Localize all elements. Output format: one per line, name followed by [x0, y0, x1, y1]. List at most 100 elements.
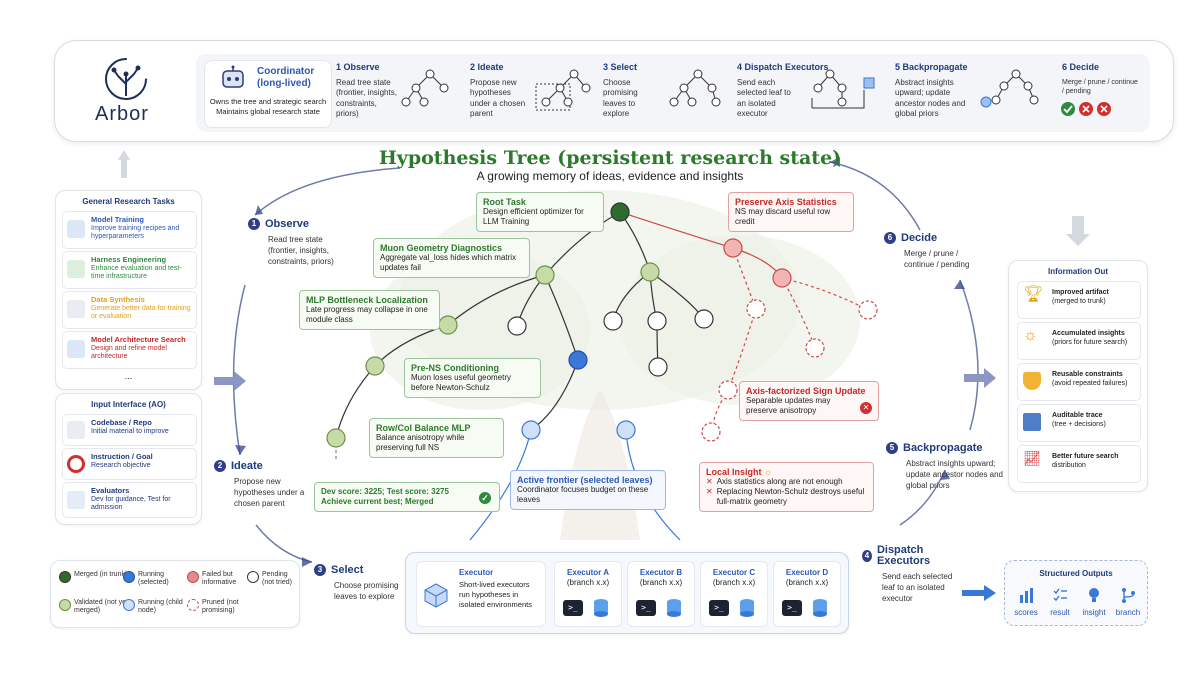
gear-icon	[67, 260, 85, 278]
information-out-panel: Information Out 🏆︎ Improved artifact(mer…	[1008, 260, 1148, 492]
robot-icon	[222, 65, 244, 88]
output-branch: branch	[1111, 587, 1145, 617]
logo-text: Arbor	[95, 103, 149, 125]
general-tasks-title: General Research Tasks	[82, 197, 175, 206]
decide-icons	[1061, 102, 1111, 116]
database-icon	[67, 300, 85, 318]
coordinator-desc: Owns the tree and strategic search Maint…	[209, 97, 327, 116]
executor-c[interactable]: Executor C(branch x.x) >_	[700, 561, 768, 627]
terminal-icon: >_	[636, 600, 656, 616]
executor-panel: Executor Short-lived executors run hypot…	[405, 552, 849, 634]
cube-icon	[424, 583, 448, 608]
database-icon	[740, 599, 754, 617]
shield-icon	[1023, 372, 1041, 390]
lightbulb-icon: ☼	[1023, 327, 1038, 344]
io-improved-artifact: 🏆︎ Improved artifact(merged to trunk)	[1017, 281, 1141, 319]
steps-strip	[196, 54, 1150, 132]
input-interface-title: Input Interface (AO)	[91, 400, 166, 409]
lightbulb-icon	[1089, 588, 1099, 602]
executor-main-card: Executor Short-lived executors run hypot…	[416, 561, 546, 627]
branch-icon	[1122, 588, 1135, 603]
top-step-backprop: 5 Backpropagate Abstract insights upward…	[895, 62, 968, 118]
terminal-icon: >_	[709, 600, 729, 616]
coordinator-card: Coordinator (long-lived) Owns the tree a…	[204, 60, 332, 128]
terminal-icon: >_	[563, 600, 583, 616]
trophy-icon: 🏆︎	[1023, 286, 1044, 303]
tree-robot-icon	[105, 58, 147, 100]
output-insight: insight	[1077, 587, 1111, 617]
node-root	[610, 202, 630, 222]
top-step-select: 3 Select Choose promising leaves to expl…	[603, 62, 638, 118]
info-out-title: Information Out	[1048, 267, 1108, 276]
top-step-ideate: 2 Ideate Propose new hypotheses under a …	[470, 62, 526, 118]
cross-icon: ✕	[860, 402, 872, 414]
architecture-icon	[67, 340, 85, 358]
mini-tree-select-icon	[669, 69, 721, 107]
database-icon	[813, 599, 827, 617]
structured-outputs-title: Structured Outputs	[1039, 569, 1113, 578]
bar-chart-icon	[1020, 588, 1033, 603]
database-icon	[667, 599, 681, 617]
top-step-observe: 1 Observe Read tree state (frontier, ins…	[336, 62, 397, 118]
mini-backprop-icon	[980, 69, 1039, 108]
training-icon	[67, 220, 85, 238]
mini-tree-icon	[401, 69, 449, 107]
legend: Merged (in trunk) Running (selected) Fai…	[50, 560, 300, 628]
database-icon	[594, 599, 608, 617]
io-accumulated-insights: ☼ Accumulated insights(priors for future…	[1017, 322, 1141, 360]
output-scores: scores	[1009, 587, 1043, 617]
target-icon	[67, 455, 85, 473]
lightbulb-icon: ☼	[764, 467, 773, 477]
top-step-dispatch: 4 Dispatch Executors Send each selected …	[737, 62, 829, 118]
executor-b[interactable]: Executor B(branch x.x) >_	[627, 561, 695, 627]
mini-dispatch-icon	[811, 69, 875, 109]
note-active-frontier: Active frontier (selected leaves)Coordin…	[510, 470, 666, 510]
coordinator-title: Coordinator (long-lived)	[257, 66, 315, 89]
x-mark-icon: ✕	[706, 487, 713, 496]
checklist-icon	[1053, 588, 1067, 602]
io-auditable-trace: Auditable trace(tree + decisions)	[1017, 404, 1141, 442]
hypothesis-tree-subtitle: A growing memory of ideas, evidence and …	[476, 169, 744, 183]
executor-desc: Short-lived executors run hypotheses in …	[459, 580, 532, 609]
io-reusable-constraints: Reusable constraints(avoid repeated fail…	[1017, 363, 1141, 401]
structured-outputs-panel: Structured Outputs scores result insight…	[1004, 560, 1148, 626]
trend-chart-icon: 📈︎	[1023, 450, 1041, 466]
hypothesis-tree-title: Hypothesis Tree (persistent research sta…	[378, 147, 842, 169]
executor-title: Executor	[459, 568, 494, 577]
book-icon	[1023, 413, 1041, 431]
executor-d[interactable]: Executor D(branch x.x) >_	[773, 561, 841, 627]
more-tasks: ...	[124, 371, 133, 381]
mini-tree-ideate-icon	[535, 69, 591, 111]
code-icon	[67, 421, 85, 439]
terminal-icon: >_	[782, 600, 802, 616]
note-local-insight: Local Insight ☼ ✕Axis statistics along a…	[699, 462, 874, 512]
top-step-decide: 6 Decide Merge / prune / continue / pend…	[1062, 62, 1138, 95]
clipboard-icon	[67, 491, 85, 509]
check-icon: ✓	[479, 492, 491, 504]
executor-a[interactable]: Executor A(branch x.x) >_	[554, 561, 622, 627]
